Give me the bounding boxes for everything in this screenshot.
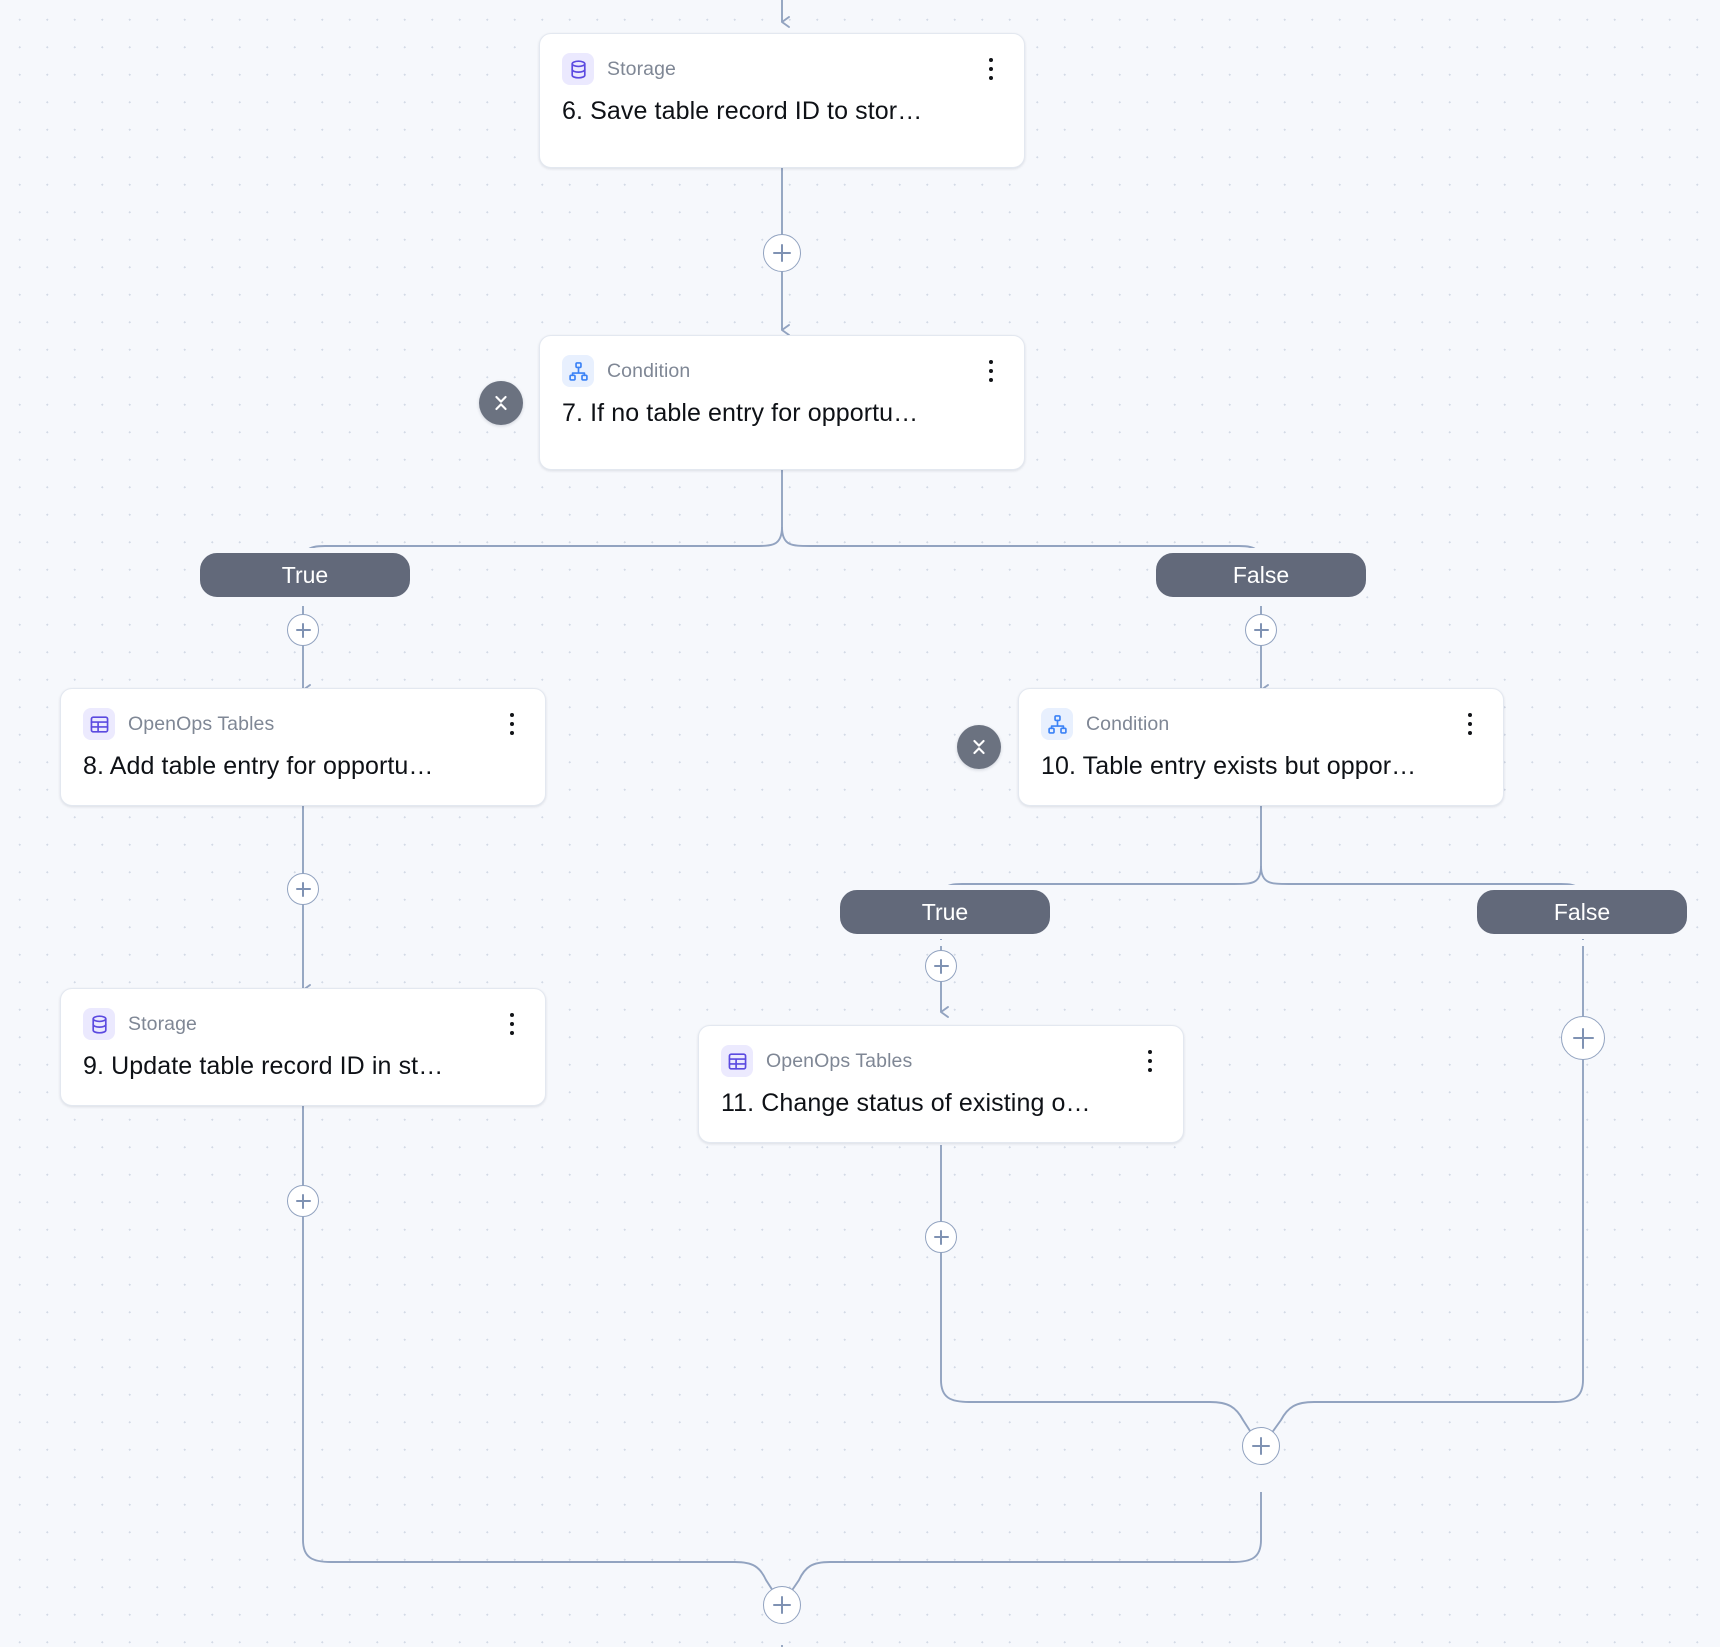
node-type-label: Condition [607,359,691,382]
node-header: Storage [83,1008,523,1040]
branch-label-true-step-7[interactable]: True [195,548,415,602]
node-title: 7. If no table entry for opportu… [562,399,919,427]
node-type-label: Storage [607,57,676,80]
workflow-node-step-9[interactable]: Storage 9. Update table record ID in st… [60,988,546,1106]
table-grid-icon [83,708,115,740]
branch-label-text: True [921,898,969,925]
add-step-button-merge-inner[interactable] [1242,1427,1280,1465]
kebab-menu-icon[interactable] [1139,1048,1161,1074]
workflow-node-step-6[interactable]: Storage 6. Save table record ID to stor… [539,33,1025,168]
kebab-menu-icon[interactable] [980,358,1002,384]
node-header: OpenOps Tables [83,708,523,740]
branch-label-text: True [281,561,329,588]
kebab-menu-icon[interactable] [980,56,1002,82]
node-header: Storage [562,53,1002,85]
node-title: 6. Save table record ID to stor… [562,97,923,125]
branch-hierarchy-icon [562,355,594,387]
add-step-button-branch-true-step-7[interactable] [287,614,319,646]
branch-label-text: False [1553,898,1611,925]
add-step-button-after-step-6[interactable] [763,234,801,272]
branch-label-true-step-10[interactable]: True [835,885,1055,939]
workflow-node-step-7[interactable]: Condition 7. If no table entry for oppor… [539,335,1025,470]
node-header: Condition [1041,708,1481,740]
node-header: OpenOps Tables [721,1045,1161,1077]
workflow-node-step-11[interactable]: OpenOps Tables 11. Change status of exis… [698,1025,1184,1143]
branch-label-false-step-7[interactable]: False [1151,548,1371,602]
node-type-label: Storage [128,1012,197,1035]
node-type-label: OpenOps Tables [766,1049,913,1072]
node-title: 9. Update table record ID in st… [83,1052,444,1080]
branch-hierarchy-icon [1041,708,1073,740]
table-grid-icon [721,1045,753,1077]
branch-label-false-step-10[interactable]: False [1472,885,1692,939]
collapse-toggle-step-10[interactable] [957,725,1001,769]
node-title: 8. Add table entry for opportu… [83,752,434,780]
node-type-label: Condition [1086,712,1170,735]
add-step-button-after-step-8[interactable] [287,873,319,905]
kebab-menu-icon[interactable] [501,1011,523,1037]
workflow-node-step-10[interactable]: Condition 10. Table entry exists but opp… [1018,688,1504,806]
kebab-menu-icon[interactable] [501,711,523,737]
add-step-button-after-step-11[interactable] [925,1221,957,1253]
node-header: Condition [562,355,1002,387]
add-step-button-branch-false-step-7[interactable] [1245,614,1277,646]
add-step-button-branch-true-step-10[interactable] [925,950,957,982]
database-icon [83,1008,115,1040]
workflow-node-step-8[interactable]: OpenOps Tables 8. Add table entry for op… [60,688,546,806]
add-step-button-branch-false-step-10[interactable] [1561,1016,1605,1060]
collapse-chevrons-icon [495,395,507,411]
add-step-button-after-step-9[interactable] [287,1185,319,1217]
node-title: 11. Change status of existing o… [721,1089,1091,1117]
kebab-menu-icon[interactable] [1459,711,1481,737]
branch-label-text: False [1232,561,1290,588]
collapse-toggle-step-7[interactable] [479,381,523,425]
node-title: 10. Table entry exists but oppor… [1041,752,1417,780]
database-icon [562,53,594,85]
add-step-button-merge-outer[interactable] [763,1586,801,1624]
collapse-chevrons-icon [973,739,985,755]
node-type-label: OpenOps Tables [128,712,275,735]
